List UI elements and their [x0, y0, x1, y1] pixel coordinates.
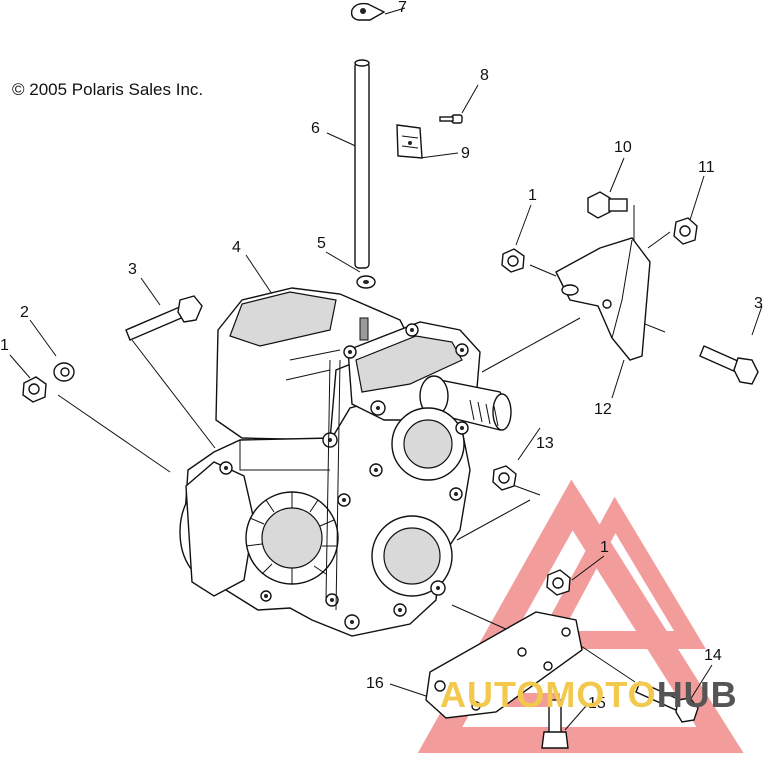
center-hub: [245, 491, 339, 585]
part-13-nut: [492, 465, 517, 491]
leader-lines: [9, 7, 763, 731]
callout-4: 4: [232, 239, 241, 256]
upper-round-cover: [391, 407, 465, 481]
callout-10: 10: [614, 139, 632, 156]
copyright-text: © 2005 Polaris Sales Inc.: [12, 80, 204, 99]
watermark-moto: MOTO: [545, 674, 657, 715]
watermark-auto: AUTO: [440, 674, 546, 715]
watermark-hub: HUB: [656, 674, 738, 715]
lower-round-cover: [371, 515, 453, 597]
part-1-nut-upper: [501, 248, 525, 273]
part-1-nut-lower: [546, 569, 571, 596]
transmission-assembly: [179, 287, 512, 637]
callout-1-lower: 1: [600, 539, 609, 556]
callout-8: 8: [480, 67, 489, 84]
part-6-rod: [354, 59, 370, 269]
part-7-clip: [350, 2, 386, 21]
part-15-bolt: [541, 699, 569, 749]
callout-3-right: 3: [754, 295, 763, 312]
part-10-bolt: [587, 191, 628, 219]
part-8-screw: [439, 114, 463, 124]
left-side-cover: [179, 461, 255, 597]
callout-12: 12: [594, 401, 612, 418]
part-3-bolt-left: [125, 295, 203, 341]
part-14-bolt: [635, 681, 699, 723]
part-1-nut-left: [22, 376, 47, 403]
callout-9: 9: [461, 145, 470, 162]
part-16-bracket: [425, 611, 583, 719]
callout-3-left: 3: [128, 261, 137, 278]
callout-2: 2: [20, 304, 29, 321]
part-5-grommet: [356, 275, 376, 289]
callout-7: 7: [398, 0, 407, 16]
callout-5: 5: [317, 235, 326, 252]
callout-13: 13: [536, 435, 554, 452]
callout-6: 6: [311, 120, 320, 137]
part-11-nut: [673, 217, 698, 245]
callout-14: 14: [704, 647, 722, 664]
callout-16: 16: [366, 675, 384, 692]
callout-1-left: 1: [0, 337, 9, 354]
watermark-text: AUTOMOTOHUB: [440, 674, 738, 716]
case-bolt-bosses: [219, 323, 469, 630]
callout-11: 11: [698, 159, 715, 176]
part-9-clip: [396, 124, 423, 159]
callout-15: 15: [588, 695, 606, 712]
part-3-bolt-right: [699, 345, 759, 385]
part-2-washer: [53, 362, 75, 382]
part-12-bracket: [555, 237, 651, 361]
callout-1-upper: 1: [528, 187, 537, 204]
